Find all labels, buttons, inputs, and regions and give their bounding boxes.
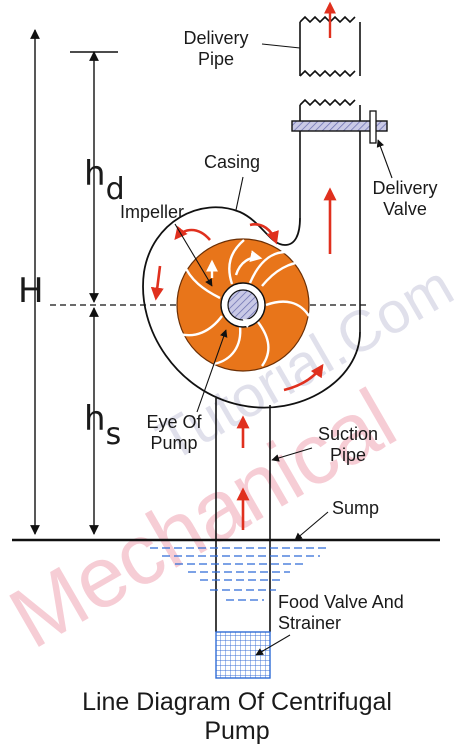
- foot-valve-label-line1: Food Valve And: [278, 592, 404, 612]
- eye-inflow-arrow: [227, 315, 254, 329]
- suction-pipe-label: Suction Pipe: [300, 424, 396, 465]
- dimension-lines: [30, 29, 118, 535]
- strainer-mesh: [215, 631, 271, 679]
- suction-pipe-label-line1: Suction: [317, 424, 379, 444]
- delivery-pipe-upper: [299, 15, 361, 78]
- impeller-flow-arrow-right: [234, 250, 263, 276]
- delivery-valve-label-line1: Delivery: [372, 178, 438, 198]
- casing-label: Casing: [204, 152, 261, 172]
- leader-lines: [174, 43, 393, 656]
- hd-main: h: [84, 154, 106, 194]
- suction-pipe-label-line2: Pipe: [329, 444, 367, 465]
- delivery-valve-label: Delivery Valve: [364, 178, 446, 219]
- foot-valve-label-line2: Strainer: [278, 612, 342, 633]
- hs-suction-head-label: hs: [84, 399, 121, 451]
- diagram-title: Line Diagram Of Centrifugal Pump: [0, 688, 474, 746]
- delivery-pipe-label: Delivery Pipe: [166, 28, 266, 69]
- diagram-title-line2: Pump: [204, 716, 270, 745]
- delivery-valve-plate: [291, 120, 388, 132]
- eye-of-pump-label-line2: Pump: [150, 432, 198, 453]
- foot-valve-label: Food Valve And Strainer: [278, 592, 404, 633]
- sump-label: Sump: [332, 498, 380, 518]
- suction-pipe: [215, 398, 271, 632]
- hd-delivery-head-label: hd: [84, 154, 125, 206]
- hs-main: h: [84, 399, 106, 439]
- delivery-pipe-lower: [299, 98, 361, 332]
- eye-of-pump-label-line1: Eye Of: [146, 412, 202, 432]
- delivery-pipe-label-line2: Pipe: [197, 48, 235, 69]
- diagram-title-line1: Line Diagram Of Centrifugal: [82, 688, 392, 716]
- H-total-head-label: H: [18, 271, 44, 311]
- delivery-valve-stem: [369, 110, 377, 144]
- water-level: [150, 547, 330, 601]
- impeller-label: Impeller: [120, 202, 185, 222]
- casing-outline: [142, 206, 361, 409]
- delivery-pipe-label-line1: Delivery: [183, 28, 249, 48]
- hd-sub: d: [105, 172, 125, 207]
- hs-sub: s: [105, 417, 122, 452]
- impeller-shaft: [227, 289, 259, 321]
- delivery-valve-label-line2: Valve: [383, 198, 427, 219]
- eye-of-pump-label: Eye Of Pump: [134, 412, 214, 453]
- impeller-vanes: [179, 239, 311, 367]
- flow-arrows: [150, 187, 337, 530]
